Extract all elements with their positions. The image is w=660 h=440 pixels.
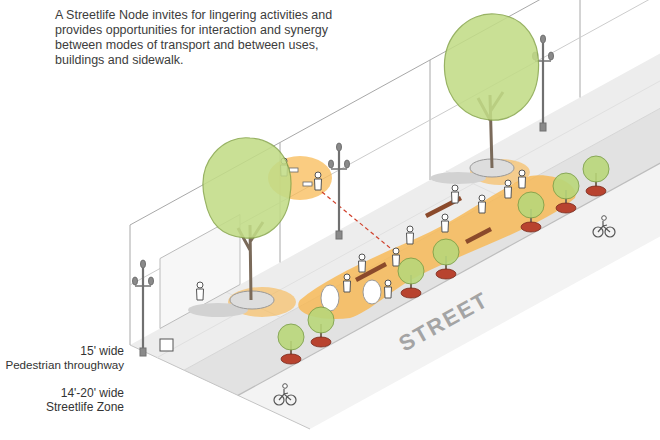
lamp-pole	[142, 268, 144, 356]
planter	[278, 324, 304, 364]
person	[407, 226, 414, 244]
person	[479, 195, 486, 213]
dimension-label: 15' wide	[80, 344, 124, 358]
planter-tree	[553, 173, 579, 199]
person	[393, 248, 400, 266]
curb-line	[238, 87, 660, 395]
cafe-table	[289, 168, 298, 172]
street-lamp	[329, 143, 350, 239]
street-label: STREET	[394, 287, 493, 358]
planter-pot	[556, 203, 576, 213]
planter-tree	[433, 239, 459, 265]
planter-pot	[311, 337, 331, 347]
planter-tree	[398, 258, 424, 284]
lamp-head	[133, 277, 138, 285]
building-edge	[580, 0, 581, 98]
seating-pod	[363, 280, 381, 304]
dimension-label: 14'-20' wide	[61, 386, 124, 400]
planter-tree	[518, 192, 544, 218]
planter-pot	[586, 186, 606, 196]
lamp-head	[337, 143, 342, 151]
planter-tree	[278, 324, 304, 350]
street-lamp	[133, 260, 154, 356]
planter-pot	[436, 269, 456, 279]
lamp-base	[140, 348, 146, 356]
planter	[518, 192, 544, 232]
person	[442, 214, 449, 232]
planter	[583, 156, 609, 196]
paving-line	[157, 50, 660, 358]
person	[519, 170, 526, 188]
bicycle	[593, 216, 615, 237]
street-surface	[238, 87, 660, 429]
lamp-head	[345, 160, 350, 168]
tree-canopy	[444, 14, 538, 120]
lamp-base	[540, 123, 546, 131]
bicycle	[274, 384, 296, 405]
tree-canopy	[203, 138, 291, 238]
person	[359, 254, 366, 272]
lamp-head	[149, 277, 154, 285]
newspaper-box	[160, 339, 173, 351]
planter-pot	[281, 354, 301, 364]
planter	[553, 173, 579, 213]
person	[452, 185, 459, 203]
lamp-arm	[135, 285, 151, 287]
person	[505, 180, 512, 198]
lamp-head	[141, 260, 146, 268]
connection-line	[322, 192, 395, 252]
lamp-base	[336, 231, 342, 239]
person	[315, 172, 322, 190]
zone-label: Streetlife Zone	[46, 400, 124, 414]
planter	[308, 307, 334, 347]
planter-row	[278, 156, 609, 364]
planter	[433, 239, 459, 279]
lamp-head	[549, 52, 554, 60]
zone-label: Pedestrian throughway	[5, 358, 124, 372]
zone-edge	[184, 62, 660, 370]
lamp-head	[541, 35, 546, 43]
lamp-head	[329, 160, 334, 168]
lamp-pole	[542, 43, 544, 131]
planter-pot	[521, 222, 541, 232]
cafe-table	[303, 182, 312, 186]
planter-tree	[308, 307, 334, 333]
title-text: A Streetlife Node invites for lingering …	[55, 8, 355, 68]
bench	[465, 227, 492, 244]
person	[344, 274, 351, 292]
lamp-arm	[331, 168, 347, 170]
person	[197, 282, 204, 300]
planter-tree	[583, 156, 609, 182]
person	[385, 280, 392, 298]
planter-pot	[401, 288, 421, 298]
lamp-pole	[338, 151, 340, 239]
paving-lines	[157, 50, 660, 358]
planter	[398, 258, 424, 298]
